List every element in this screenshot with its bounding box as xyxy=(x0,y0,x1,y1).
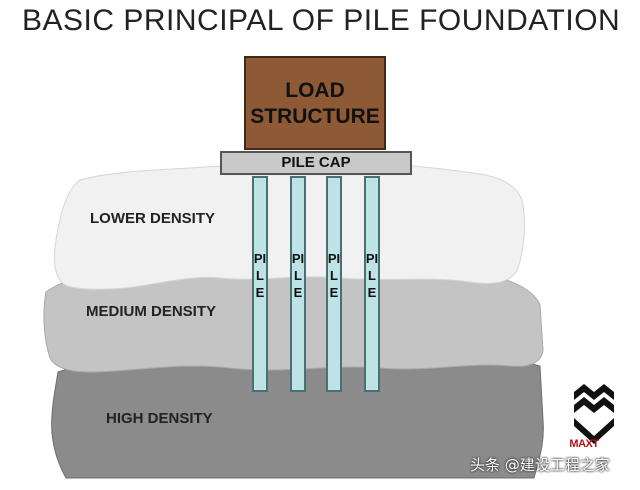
pile-2-label: PILE xyxy=(291,251,305,300)
pile-cap xyxy=(220,151,412,175)
pile-1 xyxy=(252,176,268,392)
mountain-logo-icon xyxy=(574,384,614,444)
page-title: BASIC PRINCIPAL OF PILE FOUNDATION xyxy=(22,4,621,37)
pile-4 xyxy=(364,176,380,392)
load-label-line-1: LOAD xyxy=(285,79,345,102)
pile-2 xyxy=(290,176,306,392)
load-label-line-2: STRUCTURE xyxy=(250,105,380,128)
pile-3 xyxy=(326,176,342,392)
lower-density-label: LOWER DENSITY xyxy=(90,210,216,227)
medium-density-label: MEDIUM DENSITY xyxy=(86,303,217,320)
load-structure-box xyxy=(244,56,386,150)
pile-4-label: PILE xyxy=(365,251,379,300)
pile-1-label: PILE xyxy=(253,251,267,300)
load-structure-label: LOAD STRUCTURE xyxy=(244,78,386,130)
pile-cap-label: PILE CAP xyxy=(281,154,351,171)
logo-text: MAXT xyxy=(569,438,599,450)
high-density-label: HIGH DENSITY xyxy=(106,410,213,427)
pile-3-label: PILE xyxy=(327,251,341,300)
watermark-text: 头条 @建设工程之家 xyxy=(470,456,610,474)
